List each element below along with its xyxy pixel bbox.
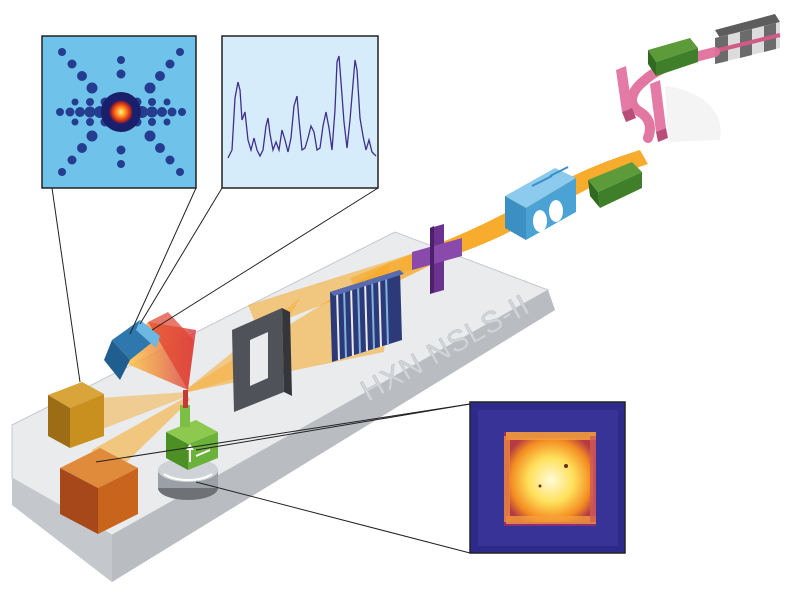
zone-plate-stripes [336, 274, 389, 361]
order-sorting-aperture [232, 308, 292, 412]
inset-sample-image [469, 401, 626, 554]
dipole-magnet-lower [588, 162, 642, 208]
spectrum-trace [227, 55, 377, 159]
inset-fluorescence-spectrum [221, 35, 379, 189]
monochromator [505, 166, 576, 240]
undulator [714, 14, 781, 64]
callout-lines [51, 187, 471, 554]
zone-plate-optics [330, 270, 404, 362]
diffraction-central-peak [109, 100, 133, 124]
inset-diffraction-pattern [41, 35, 197, 189]
sample-bright-region [509, 438, 593, 522]
area-detector-upper [48, 382, 104, 448]
slits [412, 224, 462, 294]
fluorescence-detector [104, 320, 160, 380]
area-detector-lower [60, 448, 138, 534]
dipole-magnet-upper [648, 38, 698, 76]
mirrors [616, 66, 721, 142]
